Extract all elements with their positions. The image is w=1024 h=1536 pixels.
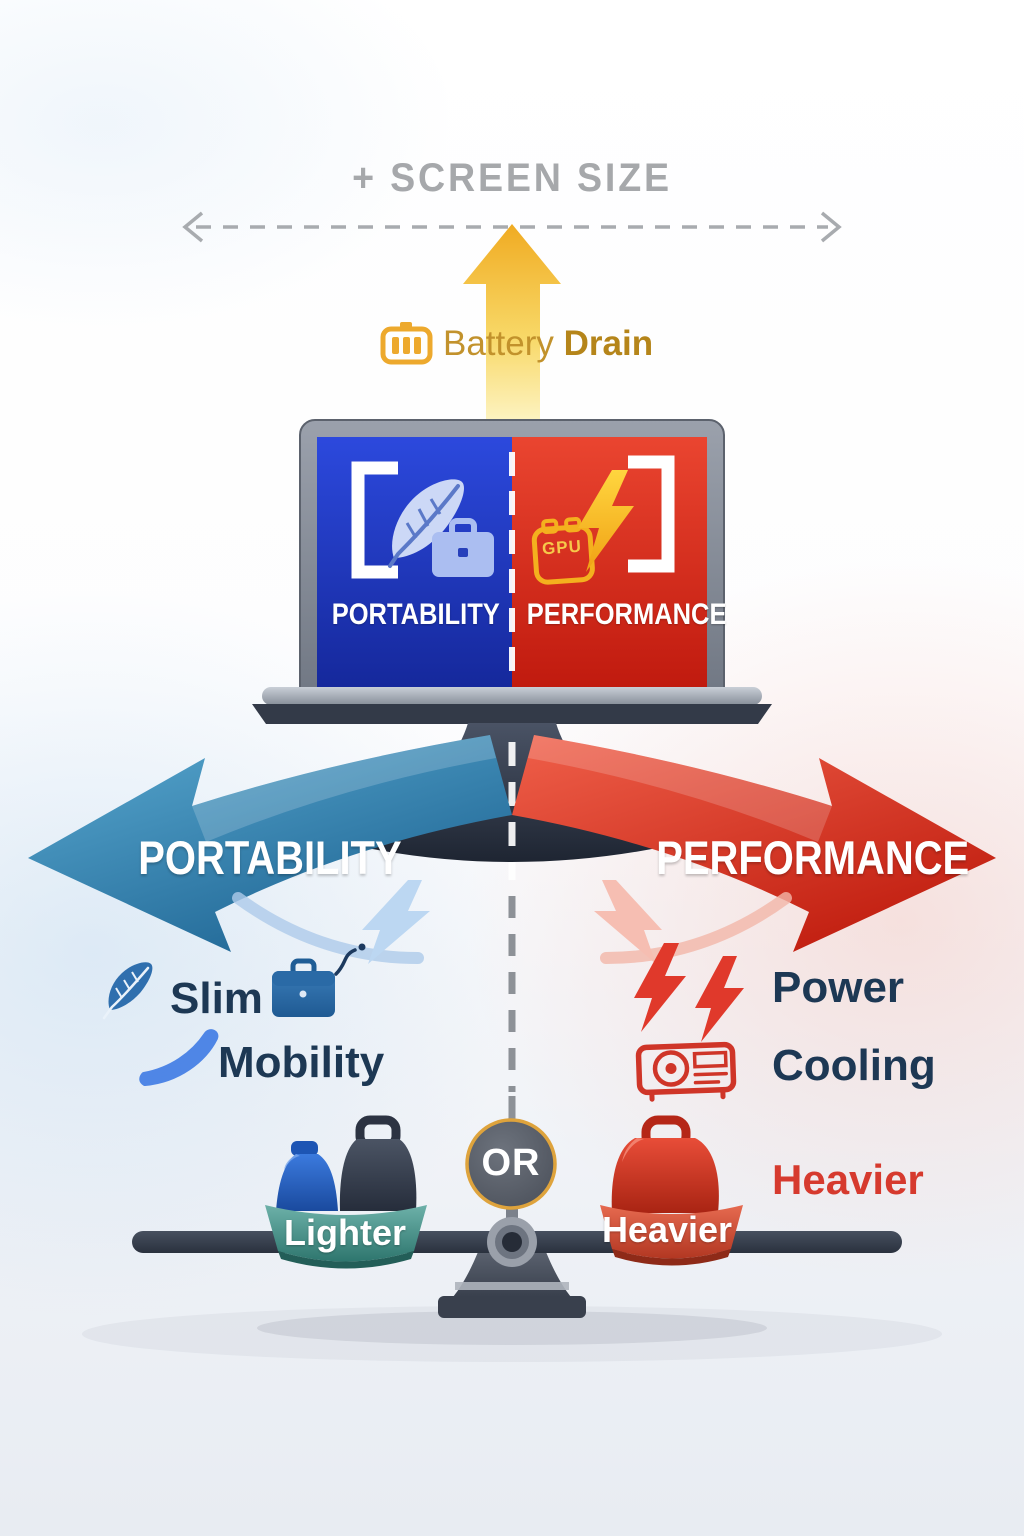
feature-power-label: Power (772, 963, 905, 1012)
balance-scale (132, 1115, 902, 1318)
laptop-illustration (252, 419, 772, 724)
screen-briefcase-icon (432, 518, 494, 577)
dark-bag-icon (339, 1115, 417, 1211)
battery-word: Battery (443, 324, 554, 363)
gpu-chip-icon (531, 516, 595, 585)
slim-feather-icon (102, 962, 153, 1020)
motion-squiggle-icon (334, 943, 366, 976)
red-bag-icon (611, 1115, 719, 1213)
performance-arrow-label: PERFORMANCE (656, 831, 970, 884)
battery-drain-arrow-icon (463, 224, 561, 430)
feature-heavier-label: Heavier (772, 1156, 924, 1203)
feature-mobility-label: Mobility (218, 1038, 385, 1087)
cooling-gpu-icon (635, 1041, 737, 1102)
screen-size-label: + SCREEN SIZE (352, 156, 672, 200)
drain-word: Drain (563, 324, 654, 363)
laptop-performance-label: PERFORMANCE (526, 598, 727, 631)
performance-accent-bolt-icon (594, 880, 792, 964)
lighter-pan-label: Lighter (284, 1212, 406, 1253)
screen-feather-icon (388, 479, 464, 568)
or-badge-label: OR (481, 1142, 541, 1184)
bracket-right-icon (628, 455, 675, 573)
or-badge (465, 1118, 557, 1210)
slim-briefcase-icon (272, 958, 335, 1017)
screen-size-arrow-icon (182, 211, 842, 243)
bracket-left-icon (351, 461, 398, 579)
performance-arrow (512, 735, 996, 952)
feature-slim-label: Slim (170, 974, 263, 1023)
heavier-pan (600, 1205, 743, 1259)
heavier-pan-label: Heavier (601, 1209, 733, 1250)
battery-icon (380, 322, 433, 365)
mobility-swoosh-icon (139, 1029, 219, 1086)
lighter-pan (265, 1205, 427, 1262)
floor-shadow (82, 1306, 942, 1362)
blue-bag-icon (276, 1141, 338, 1211)
battery-drain-label: Battery Drain (443, 324, 653, 364)
feature-cooling-label: Cooling (772, 1041, 936, 1090)
portability-arrow-label: PORTABILITY (138, 831, 402, 884)
screen-lightning-icon (578, 470, 634, 572)
laptop-portability-label: PORTABILITY (331, 598, 500, 631)
portability-arrow (28, 735, 512, 952)
gpu-chip-label: GPU (541, 536, 583, 559)
portability-accent-bolt-icon (232, 880, 430, 964)
power-bolt-icon (634, 943, 744, 1042)
